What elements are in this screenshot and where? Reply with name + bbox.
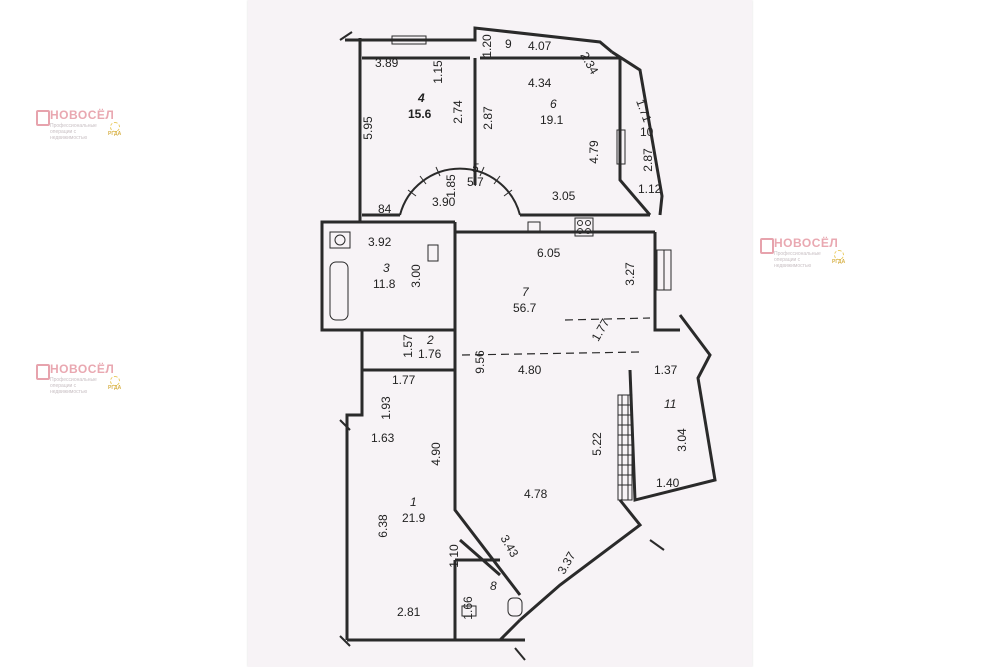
washbasin-icon <box>461 605 477 617</box>
dim-1-93: 1.93 <box>379 396 393 420</box>
room-area-3: 11.8 <box>373 277 396 291</box>
room-number-5: 5 <box>472 161 479 175</box>
watermark-left-bottom: НОВОСЁЛ Профессиональные операции с недв… <box>36 362 128 398</box>
stove-icon <box>574 217 594 237</box>
rgda-logo-icon: РГДА <box>108 376 121 391</box>
dim-4-79: 4.79 <box>587 140 601 164</box>
dim-1-85: 1.85 <box>444 174 458 198</box>
dim-1-15: 1.15 <box>431 60 445 84</box>
rgda-logo-icon: РГДА <box>832 250 845 265</box>
room-area-2: 1.76 <box>418 347 442 361</box>
room-number-2: 2 <box>426 333 434 347</box>
dim-2-74: 2.74 <box>451 100 465 124</box>
room-number-6: 6 <box>550 97 557 111</box>
dim-9-56: 9.56 <box>473 350 487 374</box>
dim-3-00: 3.00 <box>409 264 423 288</box>
dim-3-04: 3.04 <box>675 428 689 452</box>
wc-icon <box>507 597 523 617</box>
dim-1-77-a: 1.77 <box>589 316 613 344</box>
room-area-7: 56.7 <box>513 301 537 315</box>
house-icon <box>36 110 50 126</box>
room-number-4: 4 <box>417 91 425 105</box>
dim-1-66: 1.66 <box>461 596 475 620</box>
floor-plan-sheet <box>248 0 752 667</box>
dim-3-92: 3.92 <box>368 235 392 249</box>
dim-1-10: 1.10 <box>447 544 461 568</box>
dim-1-63: 1.63 <box>371 431 395 445</box>
walls <box>320 26 717 642</box>
room-number-1: 1 <box>410 495 417 509</box>
dim-1-40: 1.40 <box>656 476 680 490</box>
dim-1-37: 1.37 <box>654 363 678 377</box>
dim-3-05: 3.05 <box>552 189 576 203</box>
dim-4-07: 4.07 <box>528 39 552 53</box>
dim-2-87-b: 2.87 <box>641 148 655 172</box>
fixtures <box>329 217 594 617</box>
dim-4-78: 4.78 <box>524 487 548 501</box>
dim-6-05: 6.05 <box>537 246 561 260</box>
room-number-7: 7 <box>522 285 530 299</box>
room-labels: 4 15.6 6 19.1 5 5.7 3 11.8 7 56.7 2 1.76… <box>373 91 676 593</box>
bathtub-icon <box>329 261 349 321</box>
dim-4-90: 4.90 <box>429 442 443 466</box>
dim-1-12: 1.12 <box>638 182 662 196</box>
dim-2-81: 2.81 <box>397 605 421 619</box>
dim-3-90: 3.90 <box>432 195 456 209</box>
room-area-4: 15.6 <box>408 107 432 121</box>
watermark-right: НОВОСЁЛ Профессиональные операции с недв… <box>760 236 852 272</box>
room-area-5: 5.7 <box>467 175 484 189</box>
dim-1-71: 1.71 <box>633 97 654 124</box>
dim-3-43: 3.43 <box>498 532 522 560</box>
windows <box>391 35 672 501</box>
door-marks <box>339 31 665 661</box>
house-icon <box>760 238 774 254</box>
room-area-1: 21.9 <box>402 511 426 525</box>
watermark-left-top: НОВОСЁЛ Профессиональные операции с недв… <box>36 108 128 144</box>
dim-4-80: 4.80 <box>518 363 542 377</box>
dim-4-34: 4.34 <box>528 76 552 90</box>
rgda-logo-icon: РГДА <box>108 122 121 137</box>
sink-icon <box>329 231 351 249</box>
dim-6-38: 6.38 <box>376 514 390 538</box>
dim-3-27: 3.27 <box>623 262 637 286</box>
room-number-9: 9 <box>505 37 512 51</box>
zone-lines <box>461 317 651 356</box>
dim-1-77-b: 1.77 <box>392 373 416 387</box>
room-5-arc <box>399 167 521 216</box>
dim-84: 84 <box>378 202 392 216</box>
room-number-10: 10 <box>640 125 654 139</box>
toilet-icon <box>427 244 439 262</box>
house-icon <box>36 364 50 380</box>
dim-1-20: 1.20 <box>480 34 494 58</box>
room-number-11: 11 <box>664 397 676 411</box>
room-number-8: 8 <box>490 579 497 593</box>
kitchen-sink-icon <box>527 221 541 233</box>
dim-2-34: 2.34 <box>577 50 601 78</box>
dim-1-57: 1.57 <box>401 334 415 358</box>
dim-3-89: 3.89 <box>375 56 399 70</box>
dim-5-22: 5.22 <box>590 432 604 456</box>
room-number-3: 3 <box>383 261 390 275</box>
room-area-6: 19.1 <box>540 113 564 127</box>
dim-2-87-a: 2.87 <box>481 106 495 130</box>
dimension-labels: 3.89 1.15 1.20 9 4.07 2.34 5.95 2.74 2.8… <box>361 34 689 620</box>
room-5-arc-ticks <box>407 166 513 197</box>
dim-5-95: 5.95 <box>361 116 375 140</box>
